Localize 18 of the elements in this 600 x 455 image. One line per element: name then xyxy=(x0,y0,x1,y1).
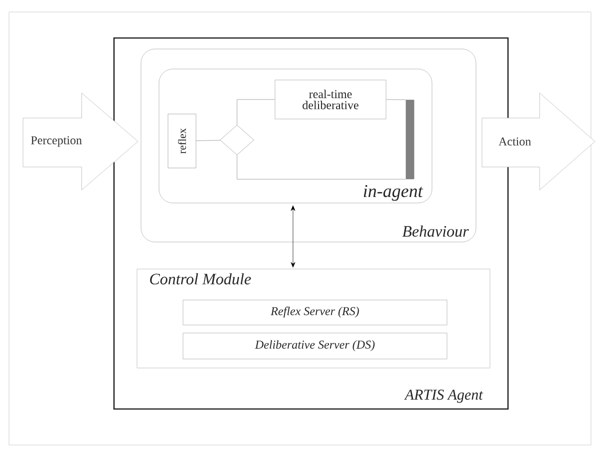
connector xyxy=(196,140,220,141)
sync-bar xyxy=(406,100,414,180)
connector xyxy=(290,206,296,268)
connector xyxy=(386,99,406,100)
module-box xyxy=(136,268,490,368)
process-box: reflex xyxy=(168,114,196,168)
rounded-panel xyxy=(158,68,432,204)
decision-diamond xyxy=(220,124,254,156)
process-box: Reflex Server (RS) xyxy=(182,300,448,326)
node-label: Action xyxy=(498,137,531,146)
module-title: Control Module xyxy=(150,273,251,284)
connector xyxy=(236,155,406,180)
process-box: Deliberative Server (DS) xyxy=(182,332,448,360)
in-agent-label: in-agent xyxy=(364,185,424,201)
process-box: real-time deliberative xyxy=(274,80,386,120)
agent-label: ARTIS Agent xyxy=(404,390,484,403)
behaviour-label: Behaviour xyxy=(402,226,469,237)
connector xyxy=(236,99,275,125)
